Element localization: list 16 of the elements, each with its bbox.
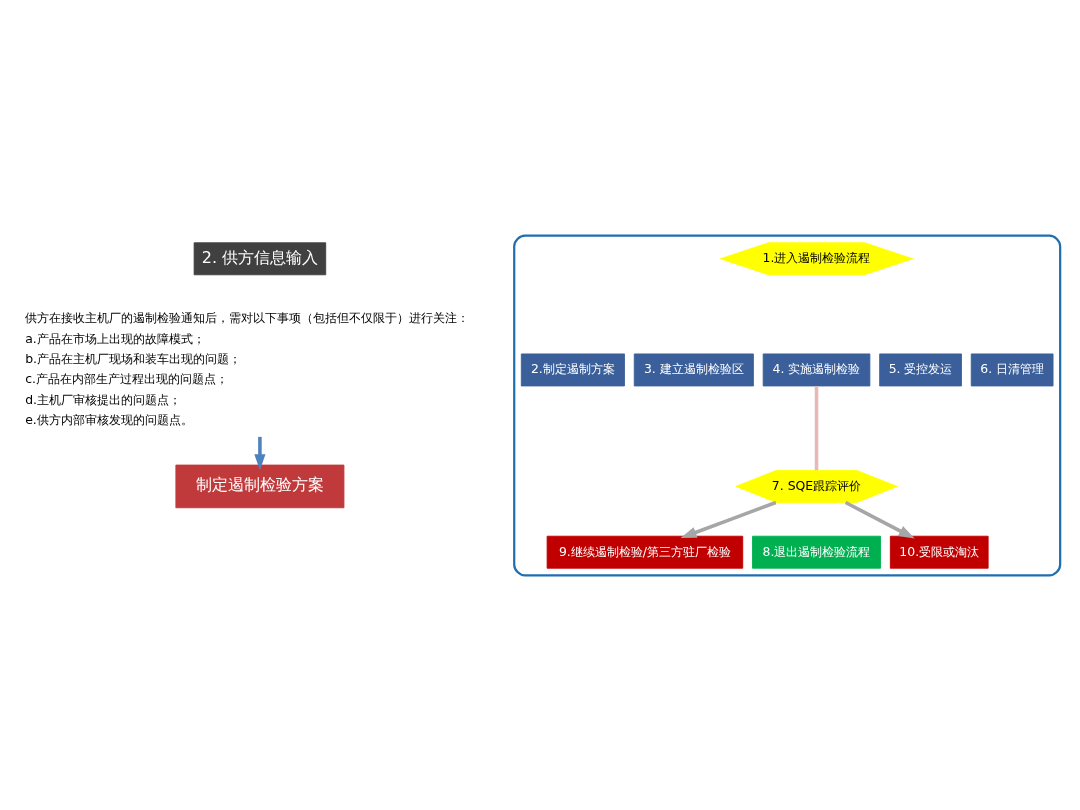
node-box: 2.制定遏制方案 — [520, 353, 625, 386]
node-text: 供方在接收主机厂的遏制检验通知后，需对以下事项（包括但不仅限于）进行关注： a.产品在市场上出现的故障模式； b.产品在主机厂现场和装车出现的问题； c.产品在内部生产过程出现的问题点； d.主机厂审核提出的问题点； e.供方内部审核发现的问题点。 — [25, 309, 470, 427]
connector — [814, 385, 819, 470]
node-box: 9.继续遏制检验/第三方驻厂检验 — [546, 535, 744, 569]
node-box: 6. 日清管理 — [970, 353, 1054, 386]
node-box: 2. 供方信息输入 — [193, 241, 327, 275]
node-box: 10.受限或淘汰 — [889, 535, 989, 569]
cluster — [513, 234, 1062, 576]
node-box: 8.退出遏制检验流程 — [752, 535, 881, 569]
node-box: 5. 受控发运 — [879, 353, 962, 386]
node-box: 制定遏制检验方案 — [175, 464, 345, 508]
node-box: 3. 建立遏制检验区 — [633, 353, 754, 386]
arrow — [254, 436, 266, 470]
arrow — [680, 500, 777, 538]
arrow — [844, 500, 915, 539]
node-box: 4. 实施遏制检验 — [762, 353, 871, 386]
